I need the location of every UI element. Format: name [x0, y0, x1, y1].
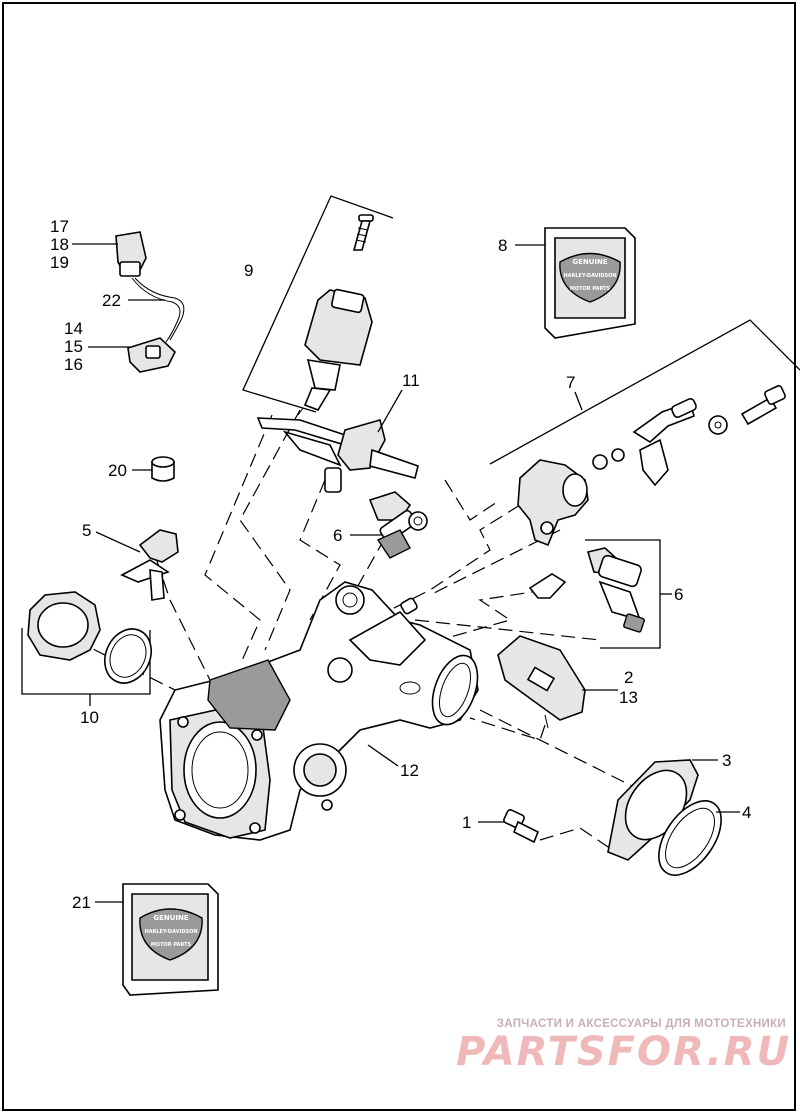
- leader-5: [95, 531, 141, 553]
- dash-line: [414, 619, 601, 641]
- badge-line1-lower: GENUINE: [153, 914, 189, 922]
- dash-line: [204, 414, 273, 666]
- callout-8: 8: [498, 236, 507, 255]
- callout-15: 15: [64, 337, 83, 356]
- dash-line: [444, 479, 501, 521]
- callout-10: 10: [80, 708, 99, 727]
- throttle-position-sensor: [256, 417, 419, 493]
- connector-harness: [115, 231, 185, 373]
- bracket-9: [242, 195, 394, 413]
- fuel-rail-assembly: [517, 385, 786, 547]
- callout-11: 11: [402, 371, 420, 390]
- dash-line: [439, 589, 546, 641]
- callout-18: 18: [50, 235, 69, 254]
- callout-13: 13: [619, 688, 638, 707]
- callout-21: 21: [72, 893, 91, 912]
- leader-12: [367, 744, 399, 767]
- cap: [151, 456, 175, 482]
- callout-19: 19: [50, 253, 69, 272]
- parts-kit-box-lower: GENUINE HARLEY-DAVIDSON MOTOR PARTS: [122, 883, 219, 996]
- bracket-7: [489, 319, 800, 465]
- callout-6b: 6: [674, 585, 683, 604]
- dash-line: [469, 717, 546, 741]
- callout-20: 20: [108, 461, 127, 480]
- screw: [503, 809, 540, 844]
- dash-line: [149, 539, 216, 691]
- temperature-sensor: [120, 529, 179, 601]
- intake-o-ring: [658, 800, 722, 876]
- callout-3: 3: [722, 751, 731, 770]
- callout-5: 5: [82, 521, 91, 540]
- fuel-injector-upper: [368, 491, 428, 559]
- watermark-tagline: ЗАПЧАСТИ И АКСЕССУАРЫ ДЛЯ МОТОТЕХНИКИ: [496, 1018, 786, 1030]
- badge-line2-upper: HARLEY-DAVIDSON: [563, 273, 616, 279]
- callout-4: 4: [742, 803, 751, 822]
- callout-12: 12: [400, 761, 419, 780]
- map-sensor: [497, 635, 586, 729]
- leader-7: [574, 391, 583, 411]
- callout-22: 22: [102, 291, 121, 310]
- callout-16: 16: [64, 355, 83, 374]
- callout-17: 17: [50, 217, 69, 236]
- badge-line3-lower: MOTOR PARTS: [151, 942, 192, 948]
- callout-1: 1: [462, 813, 471, 832]
- dash-line: [539, 827, 621, 856]
- callout-6a: 6: [333, 526, 342, 545]
- badge-line3-upper: MOTOR PARTS: [570, 286, 611, 292]
- watermark-brand: PARTSFOR.RU: [456, 1029, 792, 1075]
- dash-line: [239, 409, 301, 651]
- watermark: ЗАПЧАСТИ И АКСЕССУАРЫ ДЛЯ МОТОТЕХНИКИ PA…: [456, 1018, 792, 1075]
- dash-line: [389, 504, 521, 611]
- throttle-body: [159, 581, 479, 841]
- fuel-injector-right: [528, 547, 645, 633]
- callout-2: 2: [624, 668, 633, 687]
- callout-14: 14: [64, 319, 83, 338]
- dash-line: [479, 709, 641, 791]
- parts-kit-box-upper: GENUINE HARLEY-DAVIDSON MOTOR PARTS: [544, 227, 636, 339]
- callout-7: 7: [566, 373, 575, 392]
- badge-line2-lower: HARLEY-DAVIDSON: [144, 929, 197, 935]
- idle-air-control-valve: [297, 214, 374, 416]
- callout-9: 9: [244, 261, 253, 280]
- leader-11: [377, 389, 403, 433]
- throttle-cover: [27, 591, 152, 684]
- badge-line1-upper: GENUINE: [572, 258, 608, 266]
- dash-line: [299, 479, 341, 621]
